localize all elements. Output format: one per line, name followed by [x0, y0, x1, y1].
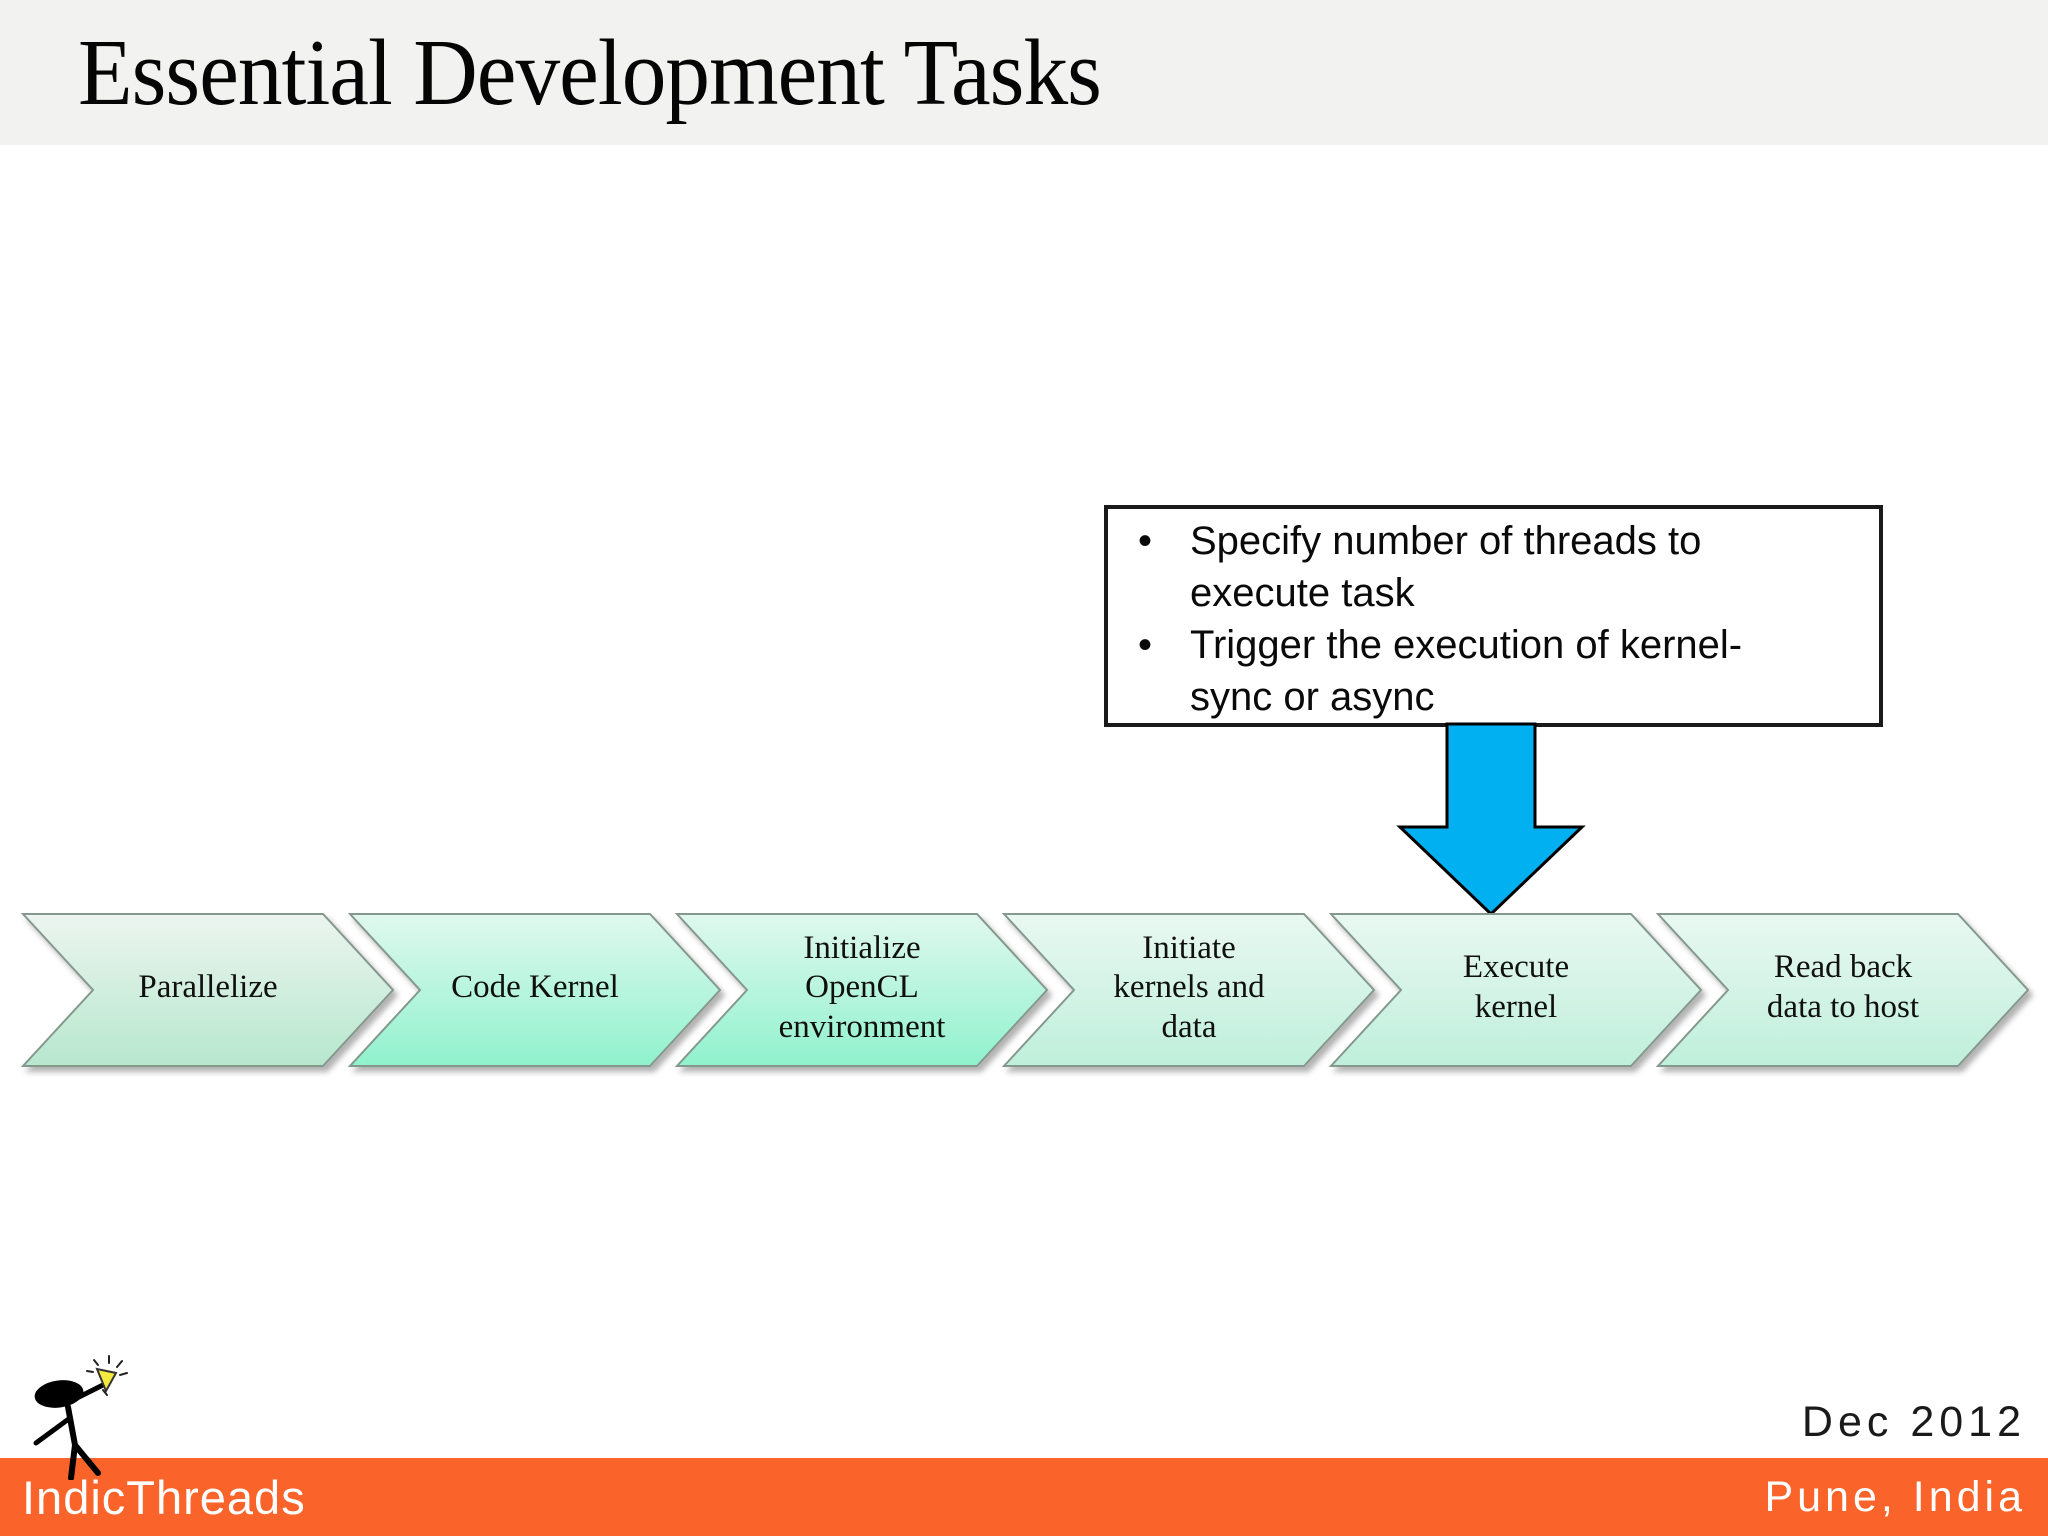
chevron-shape	[1001, 913, 1376, 1067]
page-title: Essential Development Tasks	[78, 20, 1102, 125]
callout-list: Specify number of threads to execute tas…	[1108, 509, 1879, 723]
process-step-label: Read back data to host	[1766, 949, 1920, 1025]
chevron-shape	[1655, 913, 2030, 1067]
footer-bar	[0, 1458, 2048, 1536]
chevron-shape	[20, 913, 395, 1067]
process-step-label: Code Kernel	[451, 969, 619, 1006]
stick-figure-lightbulb-icon	[33, 1355, 128, 1480]
chevron-shape	[674, 913, 1049, 1067]
chevron-shape	[1328, 913, 1703, 1067]
date-text: Dec 2012	[1801, 1398, 2026, 1446]
location-text: Pune, India	[1764, 1472, 2026, 1521]
callout-bullet: Trigger the execution of kernel- sync or…	[1128, 619, 1780, 723]
callout-bullet: Specify number of threads to execute tas…	[1128, 515, 1780, 619]
process-step-label: Initialize OpenCL environment	[778, 929, 946, 1045]
title-band: Essential Development Tasks	[0, 0, 2048, 145]
process-step-label: Parallelize	[138, 969, 278, 1006]
block-arrow-down-icon	[1396, 722, 1586, 917]
process-step-label: Initiate kernels and data	[1113, 929, 1265, 1045]
chevron-shape	[347, 913, 722, 1067]
callout-box: Specify number of threads to execute tas…	[1104, 505, 1883, 727]
process-flow	[20, 913, 2030, 1067]
process-step-label: Execute kernel	[1462, 949, 1570, 1025]
